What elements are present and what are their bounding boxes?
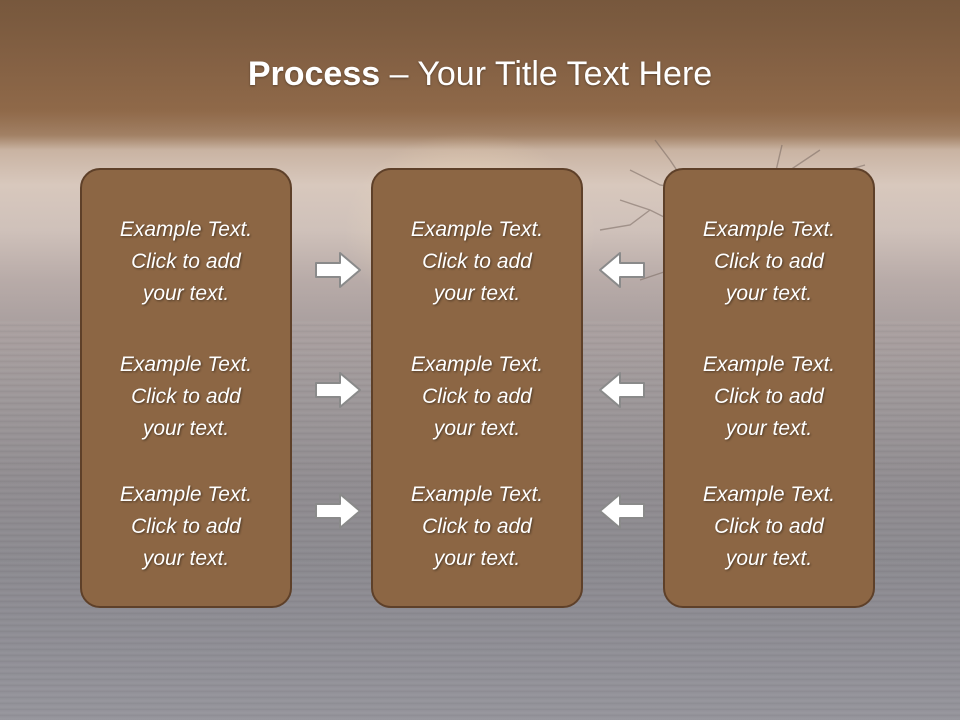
text-line: Click to add (131, 515, 241, 538)
text-line: Example Text. (410, 353, 544, 376)
text-line: your text. (433, 417, 521, 440)
text-placeholder[interactable]: Example Text. Click to add your text. (665, 349, 873, 445)
text-line: your text. (725, 417, 813, 440)
text-placeholder[interactable]: Example Text. Click to add your text. (373, 349, 581, 445)
text-line: your text. (142, 282, 230, 305)
text-placeholder[interactable]: Example Text. Click to add your text. (373, 214, 581, 310)
slide-title[interactable]: Process – Your Title Text Here (0, 52, 960, 96)
process-panel-center[interactable]: Example Text. Click to add your text. Ex… (371, 168, 583, 608)
text-line: Click to add (422, 385, 532, 408)
text-line: Example Text. (410, 218, 544, 241)
arrow-left-icon[interactable] (598, 250, 646, 290)
arrow-right-icon[interactable] (314, 491, 362, 531)
text-line: Click to add (131, 250, 241, 273)
text-line: your text. (142, 547, 230, 570)
text-line: Example Text. (410, 483, 544, 506)
text-line: Example Text. (702, 218, 836, 241)
process-panel-right[interactable]: Example Text. Click to add your text. Ex… (663, 168, 875, 608)
text-line: your text. (142, 417, 230, 440)
text-line: your text. (433, 282, 521, 305)
title-bold: Process (247, 55, 381, 93)
title-band (0, 0, 960, 150)
arrow-right-icon[interactable] (314, 370, 362, 410)
text-line: Click to add (714, 250, 824, 273)
text-line: Click to add (422, 250, 532, 273)
text-line: Example Text. (119, 353, 253, 376)
text-placeholder[interactable]: Example Text. Click to add your text. (82, 349, 290, 445)
text-line: your text. (725, 282, 813, 305)
arrow-left-icon[interactable] (598, 491, 646, 531)
text-line: your text. (433, 547, 521, 570)
text-line: your text. (725, 547, 813, 570)
text-line: Example Text. (702, 353, 836, 376)
text-placeholder[interactable]: Example Text. Click to add your text. (665, 214, 873, 310)
text-placeholder[interactable]: Example Text. Click to add your text. (665, 479, 873, 575)
process-panel-left[interactable]: Example Text. Click to add your text. Ex… (80, 168, 292, 608)
text-line: Click to add (422, 515, 532, 538)
arrow-left-icon[interactable] (598, 370, 646, 410)
text-line: Example Text. (119, 483, 253, 506)
text-line: Example Text. (702, 483, 836, 506)
text-placeholder[interactable]: Example Text. Click to add your text. (373, 479, 581, 575)
text-line: Example Text. (119, 218, 253, 241)
arrow-right-icon[interactable] (314, 250, 362, 290)
text-placeholder[interactable]: Example Text. Click to add your text. (82, 479, 290, 575)
title-rest: – Your Title Text Here (380, 55, 713, 93)
text-line: Click to add (131, 385, 241, 408)
text-placeholder[interactable]: Example Text. Click to add your text. (82, 214, 290, 310)
text-line: Click to add (714, 515, 824, 538)
text-line: Click to add (714, 385, 824, 408)
